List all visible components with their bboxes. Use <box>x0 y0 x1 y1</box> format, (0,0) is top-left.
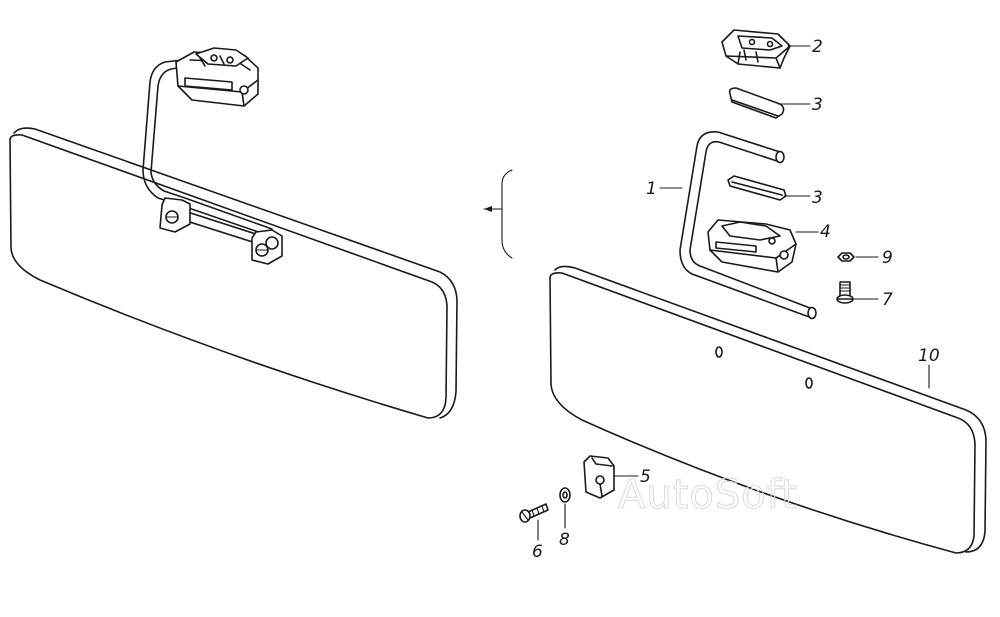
callout-6: 6 <box>532 542 543 562</box>
part-5-clip <box>583 455 615 499</box>
assembled-sun-visor <box>9 47 458 419</box>
part-3-lower-liner <box>727 175 787 201</box>
callout-4: 4 <box>820 222 831 242</box>
callout-3-lower: 3 <box>812 188 823 208</box>
top-mount-left <box>175 47 259 107</box>
mount-hole-2 <box>805 377 813 389</box>
callout-9: 9 <box>882 248 893 268</box>
callouts: 1 2 3 3 4 5 6 7 8 9 10 <box>532 37 940 562</box>
part-2-top-cover <box>721 29 791 69</box>
callout-2: 2 <box>812 37 823 57</box>
part-6-screw <box>519 503 549 523</box>
callout-1: 1 <box>646 179 657 199</box>
watermark: AutoSoft <box>618 472 798 518</box>
mounting-rod-right <box>679 130 817 320</box>
part-8-washer <box>559 487 571 503</box>
callout-10: 10 <box>918 346 940 366</box>
callout-3-upper: 3 <box>812 95 823 115</box>
visor-panel-left <box>9 134 448 419</box>
callout-8: 8 <box>559 530 570 550</box>
assembly-arrow <box>483 169 513 259</box>
visor-panel-right <box>549 265 987 554</box>
callout-5: 5 <box>640 467 651 487</box>
part-7-screw <box>836 281 854 304</box>
callout-7: 7 <box>882 290 893 310</box>
part-9-nut <box>837 252 855 262</box>
mount-hole-1 <box>715 346 723 358</box>
part-3-upper-liner <box>728 87 785 119</box>
mounting-rod-left <box>142 59 271 237</box>
part-4-base-block <box>707 219 797 273</box>
leader-lines <box>537 45 930 541</box>
